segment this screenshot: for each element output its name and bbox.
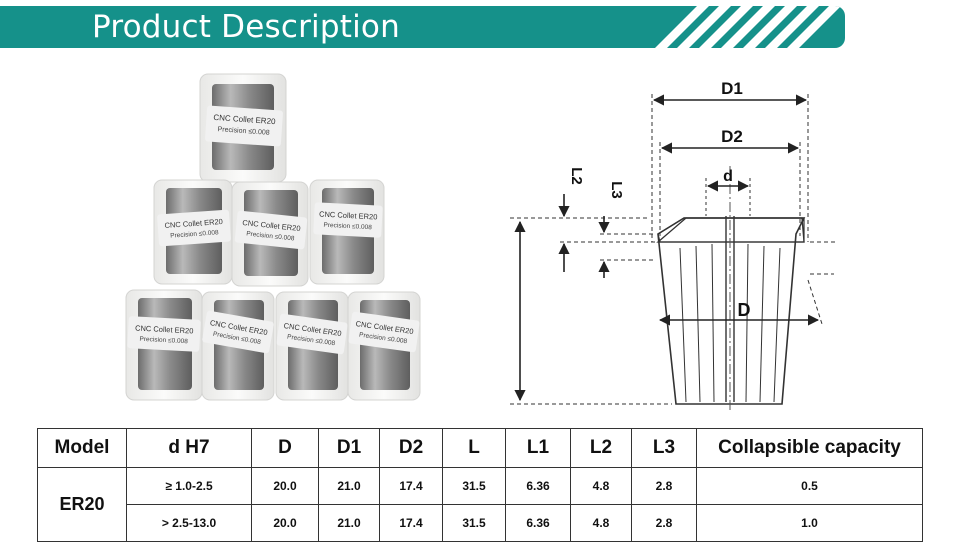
table-cell: 4.8 [570, 467, 632, 505]
table-row: > 2.5-13.0 20.0 21.0 17.4 31.5 6.36 4.8 … [38, 504, 923, 542]
table-cell: 2.8 [631, 504, 697, 542]
label-D: D [738, 300, 751, 320]
header-banner: Product Description [0, 6, 845, 48]
collet-container: CNC Collet ER20 Precision ≤0.008 [347, 291, 421, 401]
header-cell: D2 [379, 428, 443, 468]
table-cell: ≥ 1.0-2.5 [126, 467, 252, 505]
header-cell: D [251, 428, 319, 468]
collet-container: CNC Collet ER20 Precision ≤0.008 [125, 289, 203, 401]
table-cell: > 2.5-13.0 [126, 504, 252, 542]
header-cell: L2 [570, 428, 632, 468]
label-D1: D1 [721, 79, 743, 98]
precision-label: Precision ≤0.008 [139, 336, 188, 346]
collet-container: CNC Collet ER20 Precision ≤0.008 [275, 291, 349, 401]
label-D2: D2 [721, 127, 743, 146]
collet-container: CNC Collet ER20 Precision ≤0.008 [199, 73, 287, 183]
header-cell: L1 [505, 428, 571, 468]
collet-label: CNC Collet ER20 [135, 323, 194, 335]
table-cell: 21.0 [318, 467, 380, 505]
table-cell: 0.5 [696, 467, 923, 505]
precision-label: Precision ≤0.008 [170, 229, 219, 239]
label-d: d [723, 168, 733, 185]
product-photo: CNC Collet ER20 Precision ≤0.008 CNC Col… [125, 73, 421, 401]
precision-label: Precision ≤0.008 [323, 222, 372, 232]
header-cell: Model [37, 428, 127, 468]
collet-container: CNC Collet ER20 Precision ≤0.008 [309, 179, 385, 285]
collet-container: CNC Collet ER20 Precision ≤0.008 [201, 291, 275, 401]
collet-container: CNC Collet ER20 Precision ≤0.008 [153, 179, 233, 285]
label-L2: L2 [568, 167, 585, 185]
table-cell: 6.36 [505, 504, 571, 542]
collet-label: CNC Collet ER20 [319, 209, 378, 221]
collet-label: CNC Collet ER20 [164, 217, 223, 230]
dimension-diagram: D1 D2 d D L2 L3 [510, 79, 838, 411]
header-cell: L [442, 428, 506, 468]
table-cell: 31.5 [442, 504, 506, 542]
model-cell: ER20 [37, 467, 127, 542]
table-cell: 20.0 [251, 467, 319, 505]
precision-label: Precision ≤0.008 [217, 126, 270, 137]
table-row: ER20 ≥ 1.0-2.5 20.0 21.0 17.4 31.5 6.36 … [37, 467, 923, 542]
header-cell: D1 [318, 428, 380, 468]
header-cell: L3 [631, 428, 697, 468]
collet-container: CNC Collet ER20 Precision ≤0.008 [231, 181, 309, 287]
table-cell: 20.0 [251, 504, 319, 542]
stripe-decoration [655, 6, 841, 48]
spec-table: Model d H7 D D1 D2 L L1 L2 L3 Collapsibl… [37, 428, 923, 542]
collet-label: CNC Collet ER20 [213, 113, 276, 126]
table-header-row: Model d H7 D D1 D2 L L1 L2 L3 Collapsibl… [37, 428, 923, 468]
table-cell: 6.36 [505, 467, 571, 505]
table-cell: 31.5 [442, 467, 506, 505]
page-title: Product Description [92, 9, 400, 45]
table-cell: 1.0 [696, 504, 923, 542]
header-cell: Collapsible capacity [696, 428, 923, 468]
table-cell: 17.4 [379, 467, 443, 505]
table-cell: 2.8 [631, 467, 697, 505]
header-cell: d H7 [126, 428, 252, 468]
label-L3: L3 [608, 181, 625, 199]
table-cell: 4.8 [570, 504, 632, 542]
table-cell: 17.4 [379, 504, 443, 542]
table-cell: 21.0 [318, 504, 380, 542]
